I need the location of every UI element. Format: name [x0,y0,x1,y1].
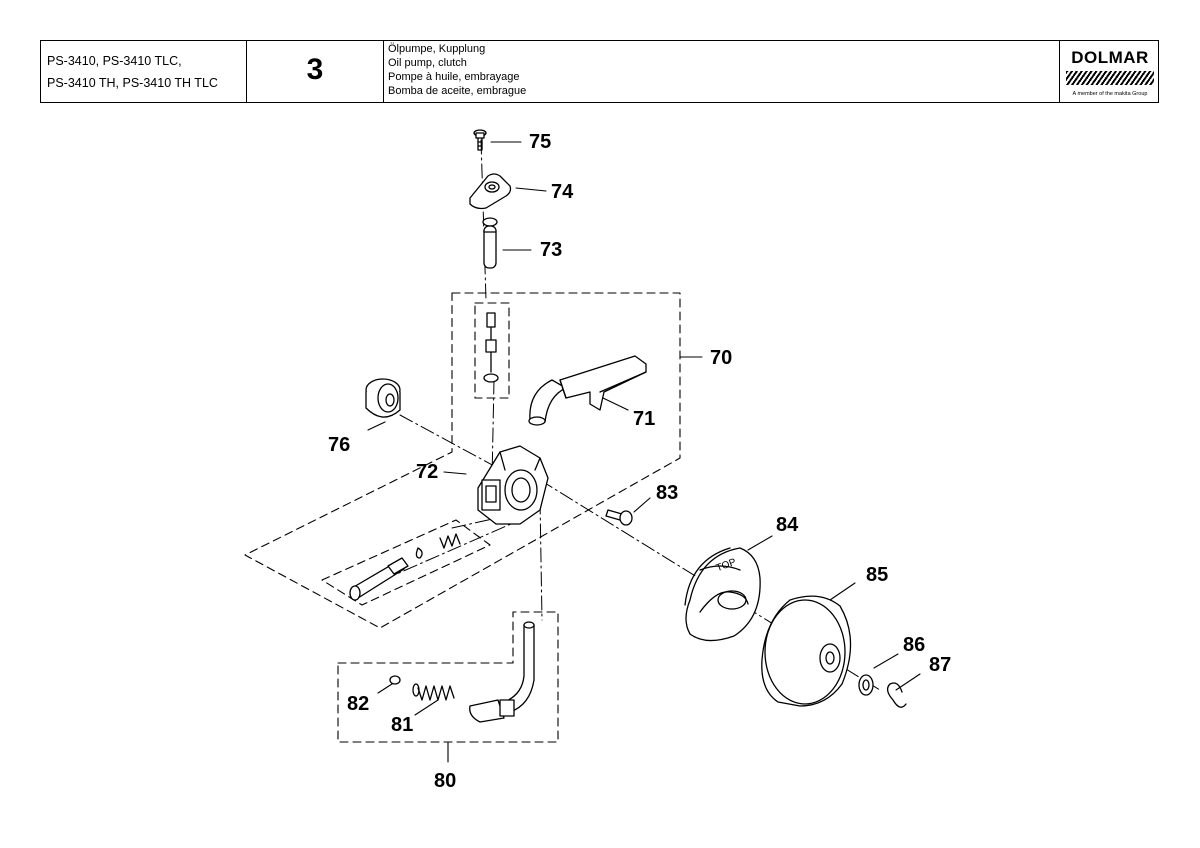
callout-71: 71 [633,408,656,430]
part-84-clutch [684,547,761,642]
logo-stripes [1066,71,1154,85]
callout-75: 75 [529,131,552,153]
title-block: PS-3410, PS-3410 TLC, PS-3410 TH, PS-341… [40,40,1159,103]
description-de: Ölpumpe, Kupplung [388,43,486,55]
brand-tagline: A member of the makita Group [1072,91,1148,97]
part-86-washer [858,674,874,696]
part-72-pump-body [477,445,549,525]
callout-87: 87 [929,654,952,676]
callout-76: 76 [328,434,351,456]
callout-74: 74 [551,181,574,203]
description-es: Bomba de aceite, embrague [388,85,527,97]
part-71-lever [528,355,647,426]
valve-assembly [483,312,499,383]
callout-85: 85 [866,564,889,586]
callout-72: 72 [416,461,439,483]
part-81-spring [412,683,455,701]
page-number: 3 [306,53,324,86]
callout-73: 73 [540,239,563,261]
part-85-clutch-drum [761,595,852,707]
description-en: Oil pump, clutch [388,57,467,69]
callout-70: 70 [710,347,733,369]
part-75-screw [473,129,487,151]
part-87-circlip [886,682,907,708]
group-valve-outline [474,302,510,399]
part-76-roller [365,378,401,418]
part-80-oil-hose [469,621,535,723]
group-outlines [244,292,681,743]
leader-lines [367,141,921,763]
brand-logo: DOLMAR A member of the makita Group [1060,41,1160,102]
page-number-cell: 3 [247,41,384,102]
callout-86: 86 [903,634,926,656]
callout-81: 81 [391,714,414,736]
description-cell: Ölpumpe, Kupplung Oil pump, clutch Pompe… [384,41,1060,102]
model-line-2: PS-3410 TH, PS-3410 TH TLC [47,76,218,90]
brand-name: DOLMAR [1071,48,1149,67]
callout-83: 83 [656,482,679,504]
pump-piston-assembly [349,533,461,601]
model-line-1: PS-3410, PS-3410 TLC, [47,54,182,68]
model-list: PS-3410, PS-3410 TLC, PS-3410 TH, PS-341… [41,41,247,102]
group-70-outline [244,292,681,629]
callout-84: 84 [776,514,799,536]
part-74-plate [469,173,512,210]
part-82-filter [389,675,401,685]
part-83-screw [605,509,633,526]
description-fr: Pompe à huile, embrayage [388,71,520,83]
part-73-pin [482,217,498,269]
callout-82: 82 [347,693,370,715]
group-80-outline [337,611,559,743]
callout-80: 80 [434,770,457,792]
group-72-outline [321,519,491,606]
